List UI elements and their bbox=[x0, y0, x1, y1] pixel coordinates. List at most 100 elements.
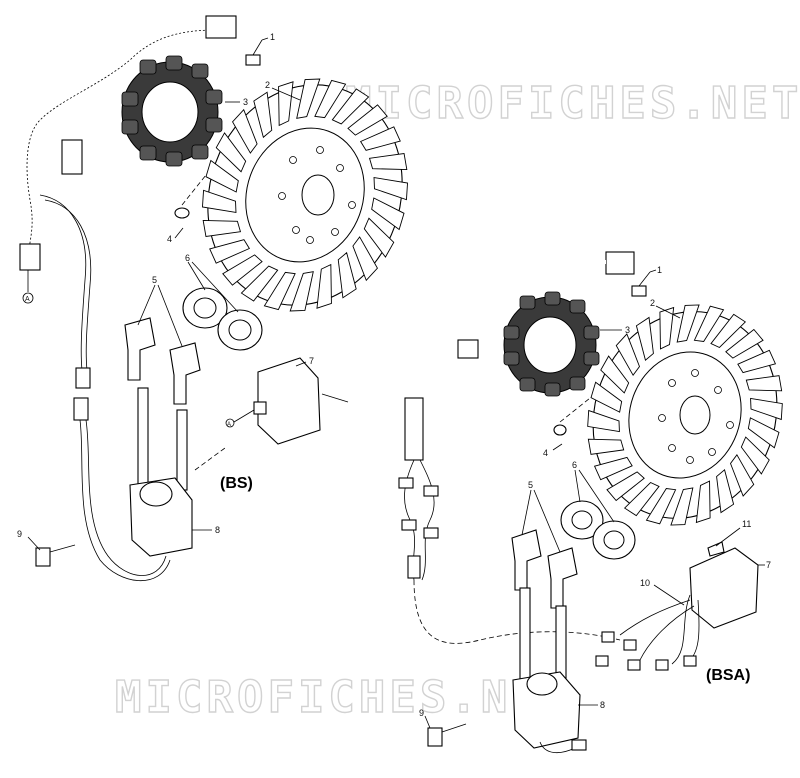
wiring-harness-right bbox=[398, 251, 635, 644]
fan-blade bbox=[296, 78, 321, 119]
fan-blade bbox=[253, 91, 273, 139]
screw-4-right bbox=[553, 397, 591, 436]
fan-blade bbox=[371, 197, 405, 231]
fan-blade bbox=[289, 271, 314, 312]
watermark-top: MICROFICHES.NET bbox=[345, 78, 800, 129]
stator-right bbox=[503, 291, 600, 397]
bolt-1-left bbox=[245, 39, 263, 66]
screw-4-left bbox=[174, 169, 211, 219]
fan-blade bbox=[368, 153, 408, 170]
fan-blade bbox=[352, 236, 378, 282]
callout-9-right: 9 bbox=[419, 708, 424, 718]
watermark-bottom: MICROFICHES.NET bbox=[115, 672, 572, 723]
harness-connector-top-right bbox=[605, 251, 635, 275]
callout-7-left: 7 bbox=[309, 356, 314, 366]
wire-harness-10-right bbox=[595, 594, 700, 671]
fan-blade bbox=[316, 263, 332, 309]
fan-blade bbox=[693, 305, 725, 342]
fan-blade bbox=[205, 159, 239, 193]
flywheel-left bbox=[201, 78, 409, 312]
fan-blade bbox=[635, 316, 654, 361]
harness-plug-left bbox=[75, 367, 91, 389]
callout-10-right: 10 bbox=[640, 578, 650, 588]
fan-blade bbox=[201, 189, 237, 213]
fan-blade bbox=[363, 217, 395, 258]
bolt-1-right bbox=[631, 271, 651, 297]
callout-6-right: 6 bbox=[572, 460, 577, 470]
fan-blade bbox=[359, 126, 401, 151]
harness-connector-mid bbox=[61, 139, 83, 175]
fan-blade bbox=[750, 397, 783, 421]
fan-blade bbox=[590, 381, 623, 413]
assembly-bs: A bbox=[17, 15, 409, 582]
fan-blade bbox=[615, 333, 640, 376]
fan-blade bbox=[222, 254, 263, 286]
fan-blade bbox=[593, 456, 633, 481]
callout-3-left: 3 bbox=[243, 97, 248, 107]
fan-blade bbox=[623, 481, 660, 517]
fan-blade bbox=[745, 375, 783, 392]
callout-8-left: 8 bbox=[215, 525, 220, 535]
cdi-module-7-right bbox=[689, 541, 759, 629]
stator-left bbox=[121, 55, 223, 167]
cdi-module-7-left: A bbox=[225, 357, 349, 445]
fan-blade bbox=[737, 349, 777, 374]
fan-blade bbox=[670, 487, 694, 526]
variant-label-bs: (BS) bbox=[220, 475, 253, 492]
callout-7-right: 7 bbox=[766, 560, 771, 570]
fan-blade bbox=[659, 306, 675, 350]
fan-blade bbox=[725, 328, 764, 359]
fan-blade bbox=[209, 239, 251, 264]
fan-blade bbox=[232, 108, 258, 154]
callout-2-left: 2 bbox=[265, 80, 270, 90]
fan-blade bbox=[606, 471, 645, 502]
spark-plug-cap-5-left bbox=[124, 317, 201, 405]
fan-blade bbox=[695, 480, 711, 524]
callout-1-right: 1 bbox=[657, 265, 662, 275]
sleeve-6-right bbox=[560, 500, 636, 560]
fan-blade bbox=[240, 265, 279, 302]
wiring-harness-left bbox=[19, 15, 237, 582]
harness-plug-right bbox=[73, 397, 89, 421]
callout-4-left: 4 bbox=[167, 234, 172, 244]
sleeve-6-left bbox=[182, 287, 263, 351]
callout-8-right: 8 bbox=[600, 700, 605, 710]
dashed-leader-left bbox=[194, 447, 226, 471]
callout-11-right: 11 bbox=[742, 519, 751, 529]
callout-5-left: 5 bbox=[152, 275, 157, 285]
harness-connector-top bbox=[205, 15, 237, 39]
fan-blade bbox=[710, 313, 747, 349]
fan-blade bbox=[587, 409, 620, 433]
fan-blade bbox=[202, 220, 242, 237]
fan-blade bbox=[347, 104, 388, 136]
assembly-bsa: 1 2 3 4 5 6 7 8 9 10 11 (BSA) bbox=[398, 251, 783, 754]
bolt-9-left bbox=[35, 544, 76, 567]
fan-blade bbox=[337, 251, 357, 299]
callout-6-left: 6 bbox=[185, 253, 190, 263]
callout-1-left: 1 bbox=[270, 32, 275, 42]
connector-mark-a-left-label: A bbox=[25, 296, 30, 303]
harness-connector-mid-right bbox=[457, 339, 479, 359]
flywheel-right bbox=[587, 304, 783, 526]
fan-blade bbox=[716, 469, 735, 514]
ignition-coil-8-right bbox=[512, 587, 587, 754]
callout-3-right: 3 bbox=[625, 325, 630, 335]
fan-blade bbox=[740, 436, 770, 475]
fan-blade bbox=[314, 79, 347, 119]
connector-mark-a-left bbox=[22, 292, 34, 304]
connector-mark-a-left-cdi: A bbox=[227, 422, 231, 428]
fan-blade bbox=[331, 88, 370, 125]
fan-blade bbox=[373, 177, 409, 201]
harness-connector-low bbox=[19, 243, 41, 271]
fan-blade bbox=[263, 271, 296, 311]
fan-blade bbox=[600, 355, 630, 394]
callout-2-right: 2 bbox=[650, 298, 655, 308]
callout-4-right: 4 bbox=[543, 448, 548, 458]
ignition-coil-8-left bbox=[129, 387, 193, 557]
callout-9-left: 9 bbox=[17, 529, 22, 539]
fan-blade bbox=[215, 132, 247, 173]
fan-blade bbox=[587, 438, 625, 455]
callout-5-right: 5 bbox=[528, 480, 533, 490]
variant-label-bsa: (BSA) bbox=[706, 667, 750, 684]
